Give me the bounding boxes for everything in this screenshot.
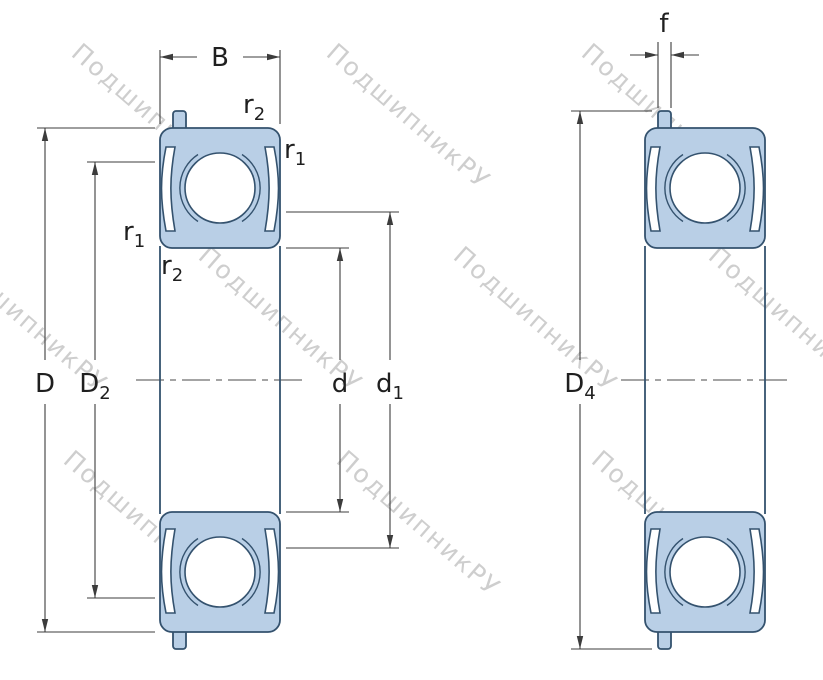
arrowhead xyxy=(671,51,684,59)
dim-label-r2-bottom: r2 xyxy=(161,251,183,286)
watermark-text: ПодшипникРУ xyxy=(321,38,496,196)
arrowhead xyxy=(576,636,584,649)
arrowhead xyxy=(91,585,99,598)
fillet-radius-labels: r2 r1 r1 r2 xyxy=(123,90,306,286)
arrowhead xyxy=(267,53,280,61)
watermark-text: ПодшипникРУ xyxy=(703,241,823,399)
dim-label-d: d xyxy=(332,369,349,399)
dim-label-r1-left: r1 xyxy=(123,217,145,252)
dim-label-D2: D2 xyxy=(79,369,110,404)
dimension-D4: D4 xyxy=(564,110,652,650)
arrowhead xyxy=(41,619,49,632)
dim-label-f: f xyxy=(659,9,669,39)
arrowhead xyxy=(386,535,394,548)
dim-label-B: B xyxy=(211,43,229,73)
dim-label-r2-top: r2 xyxy=(243,90,265,125)
dimension-d: d xyxy=(286,247,349,513)
dim-label-D: D xyxy=(35,369,55,399)
dimension-D: D xyxy=(35,127,155,633)
dim-label-d1: d1 xyxy=(376,369,404,404)
arrowhead xyxy=(160,53,173,61)
dimension-D2: D2 xyxy=(79,161,155,599)
arrowhead xyxy=(386,212,394,225)
dimension-B: B xyxy=(159,43,281,124)
dimension-f: f xyxy=(630,9,699,108)
arrowhead xyxy=(576,111,584,124)
arrowhead xyxy=(336,499,344,512)
arrowhead xyxy=(336,248,344,261)
watermark-text: ПодшипникРУ xyxy=(448,241,623,399)
arrowhead xyxy=(41,128,49,141)
watermark-text: ПодшипникРУ xyxy=(331,445,506,603)
arrowhead xyxy=(91,162,99,175)
arrowhead xyxy=(645,51,658,59)
dim-label-r1-right: r1 xyxy=(284,135,306,170)
dim-label-D4: D4 xyxy=(564,369,595,404)
dimension-d1: d1 xyxy=(286,211,404,549)
